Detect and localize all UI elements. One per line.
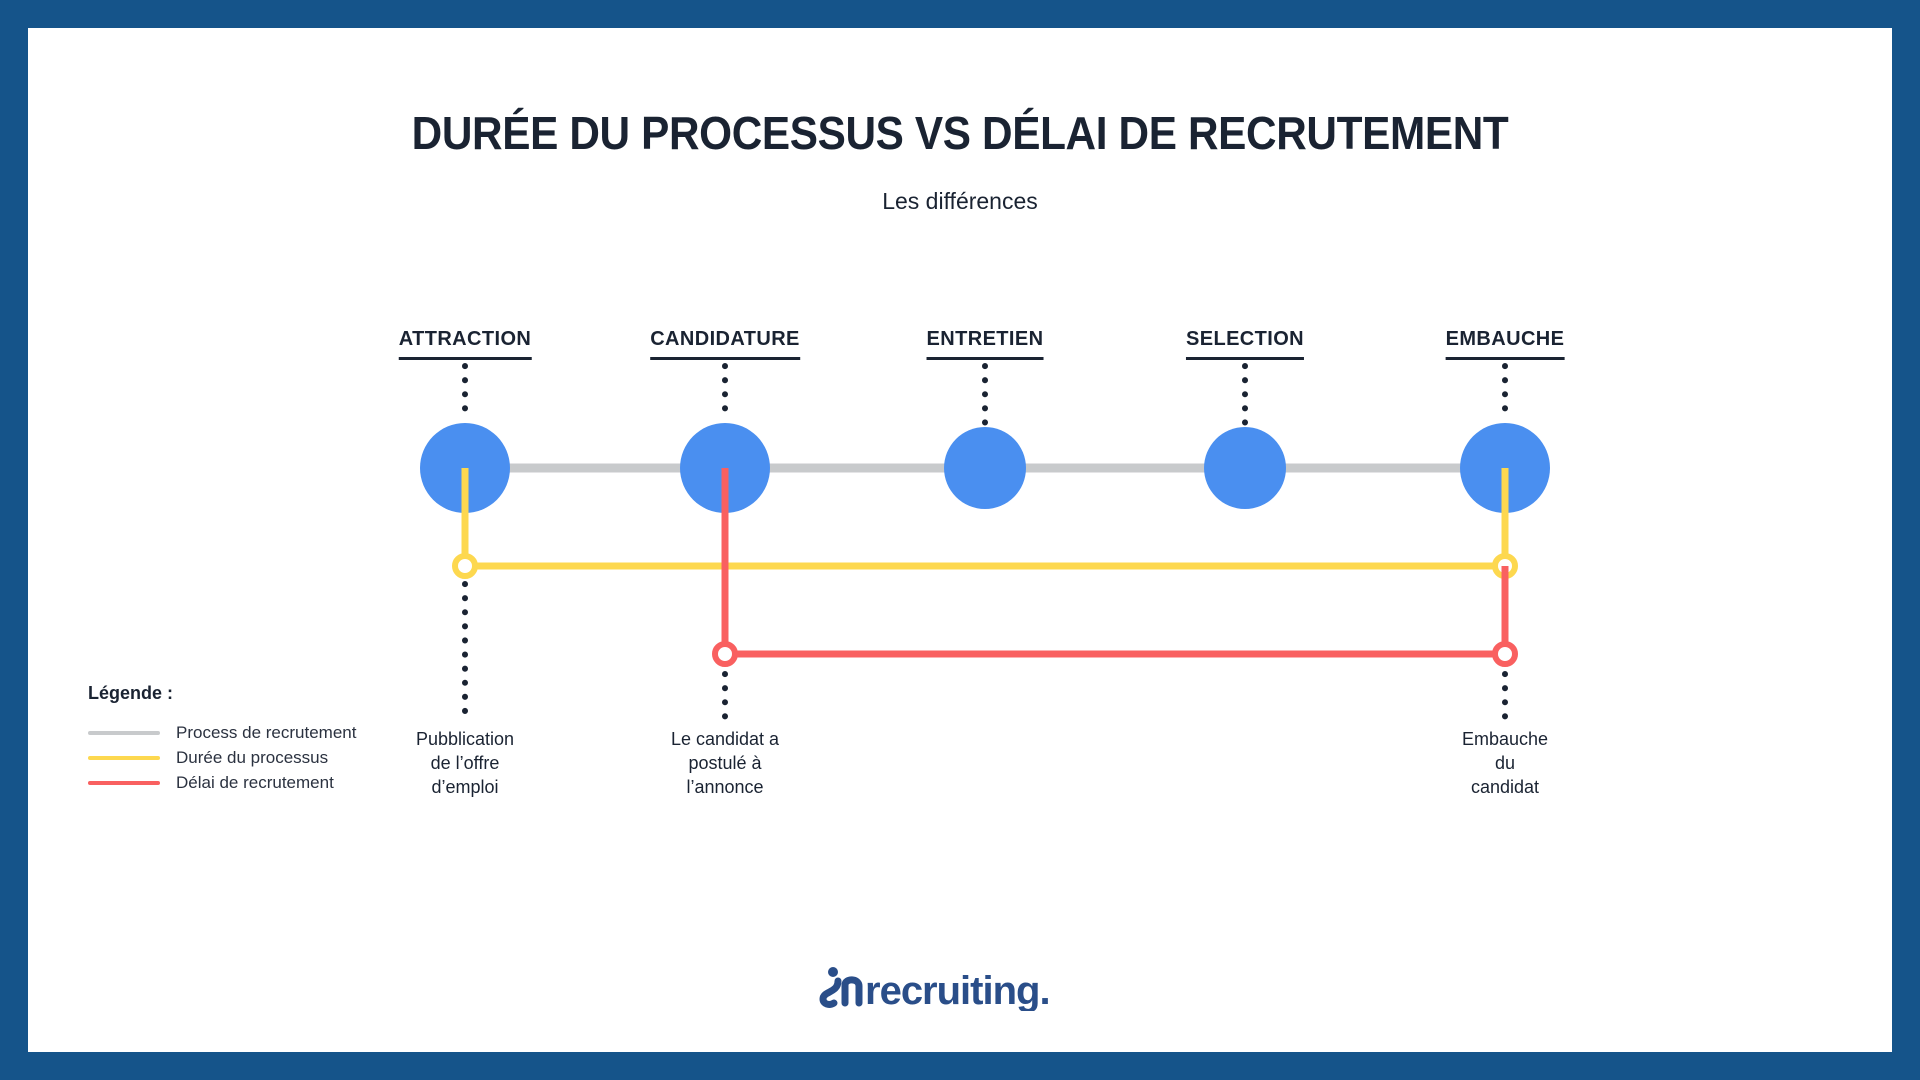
legend-swatch-duration	[88, 755, 160, 760]
legend-label-duration: Durée du processus	[176, 747, 329, 767]
infographic-frame: DURÉE DU PROCESSUS VS DÉLAI DE RECRUTEME…	[28, 28, 1892, 1052]
stage-description-attraction: Pubblication de l’offre d’emploi	[415, 729, 515, 797]
stage-node-entretien[interactable]	[944, 427, 1026, 509]
stage-description-embauche: Embauche du candidat	[1461, 729, 1549, 797]
stage-node-selection[interactable]	[1204, 427, 1286, 509]
legend-swatch-delay	[88, 780, 160, 785]
legend-label-delay: Délai de recrutement	[176, 772, 334, 792]
duration-marker-left	[452, 553, 478, 579]
svg-text:recruiting.: recruiting.	[865, 969, 1050, 1011]
stage-label-selection: SELECTION	[1185, 328, 1305, 360]
timeline-diagram	[420, 363, 1550, 721]
stage-label-attraction: ATTRACTION	[398, 328, 532, 360]
legend-item-process: Process de recrutement	[88, 720, 508, 745]
legend: Légende : Process de recrutement Durée d…	[88, 683, 508, 795]
page-subtitle: Les différences	[882, 188, 1038, 214]
legend-label-process: Process de recrutement	[176, 722, 357, 742]
legend-item-delay: Délai de recrutement	[88, 770, 508, 795]
inrecruiting-logo-icon: recruiting.	[819, 967, 1051, 1013]
legend-title: Légende :	[88, 683, 174, 703]
stage-label-candidature: CANDIDATURE	[650, 328, 800, 360]
stage-label-embauche: EMBAUCHE	[1445, 328, 1565, 360]
stage-node-attraction[interactable]	[420, 423, 510, 513]
delay-marker-right	[1492, 641, 1518, 667]
stage-description-candidature: Le candidat a postulé à l’annonce	[670, 729, 780, 797]
stage-node-candidature[interactable]	[680, 423, 770, 513]
brand-logo: recruiting.	[28, 963, 1892, 1016]
stage-label-entretien: ENTRETIEN	[926, 328, 1044, 360]
page-title: DURÉE DU PROCESSUS VS DÉLAI DE RECRUTEME…	[411, 107, 1509, 159]
stage-node-embauche[interactable]	[1460, 423, 1550, 513]
legend-item-duration: Durée du processus	[88, 745, 508, 770]
legend-swatch-process	[88, 730, 160, 735]
duration-marker-right	[1492, 553, 1518, 579]
delay-marker-left	[712, 641, 738, 667]
